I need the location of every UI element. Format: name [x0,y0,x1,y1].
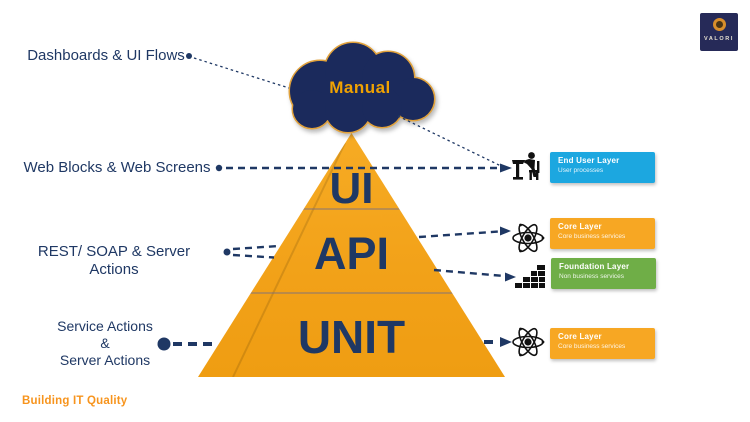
dot-rest-soap [223,248,231,256]
badge-core-layer-bottom: Core Layer Core business services [550,328,655,359]
atom-icon [512,327,545,357]
badge-end-user-layer: End User Layer User processes [550,152,655,183]
line-rest-soap-upper-left [232,244,280,251]
manual-cloud [270,33,450,141]
person-desk-icon [512,152,540,180]
badge-title: Core Layer [558,332,602,341]
label-web-blocks-screens: Web Blocks & Web Screens [23,159,211,176]
badge-subtitle: User processes [558,166,604,174]
label-dashboards-ui-flows: Dashboards & UI Flows [27,47,185,64]
badge-title: Core Layer [558,222,602,231]
divider-ui-api [292,208,412,210]
badge-subtitle: Core business services [558,342,626,350]
badge-core-layer: Core Layer Core business services [550,218,655,249]
dot-web-blocks [215,164,223,172]
valori-logo: VALORI [700,13,738,51]
pyramid-level-ui: UI [329,164,374,213]
bricks-icon [515,265,545,288]
test-pyramid: UI API UNIT [198,133,505,377]
label-rest-soap-server-actions: REST/ SOAP & Server Actions [37,243,191,278]
pyramid-level-unit: UNIT [297,311,406,363]
tagline: Building IT Quality [22,395,128,407]
line-api-to-foundation-layer [433,268,505,278]
divider-api-unit [240,292,464,294]
line-rest-soap-lower-left [232,253,275,259]
badge-foundation-layer: Foundation Layer Non business services [551,258,656,289]
badge-title: Foundation Layer [559,262,630,271]
valori-emblem-icon [713,18,726,31]
label-server-actions-line: Server Actions [59,352,151,368]
cloud-label-manual: Manual [329,78,391,97]
badge-title: End User Layer [558,156,620,165]
atom-icon [512,223,545,253]
cloud-shape [288,41,436,134]
line-api-to-core-layer [418,230,500,239]
badge-subtitle: Non business services [559,272,625,280]
label-service-server-actions: Service Actions & Server Actions [40,318,170,369]
label-ampersand: & [100,335,110,351]
pyramid-level-api: API [313,228,389,279]
badge-subtitle: Core business services [558,232,626,240]
valori-brand-text: VALORI [704,36,734,42]
label-service-actions-line: Service Actions [57,318,153,334]
